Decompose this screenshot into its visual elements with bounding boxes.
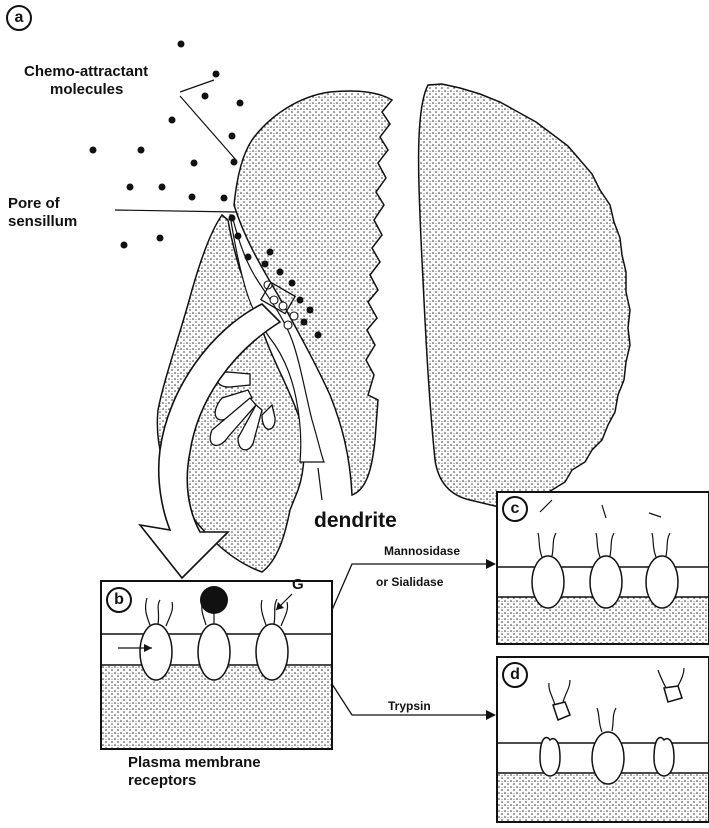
dendrite-label: dendrite <box>314 510 397 531</box>
enzyme-d-label: Trypsin <box>388 700 431 712</box>
panel-d-box <box>497 657 709 822</box>
arrow-to-c <box>486 559 496 569</box>
panel-b-box <box>101 581 332 749</box>
panel-b-badge: b <box>106 587 132 613</box>
chemo-attractant-label-line2: molecules <box>50 82 123 97</box>
arrow-to-d <box>486 710 496 720</box>
enzyme-c-line2: or Sialidase <box>376 576 443 588</box>
right-cuticle-lobe <box>419 84 630 512</box>
pore-label-line2: sensillum <box>8 214 77 229</box>
panel-a-badge: a <box>6 5 32 31</box>
panel-c-badge: c <box>502 496 528 522</box>
chemo-attractant-label-line1: Chemo-attractant <box>24 64 148 79</box>
panel-b-caption-line1: Plasma membrane <box>128 755 261 770</box>
pore-label-line1: Pore of <box>8 196 60 211</box>
panel-d-badge: d <box>502 662 528 688</box>
panel-b-caption-line2: receptors <box>128 773 196 788</box>
receptor-g-label: G <box>292 577 304 592</box>
panel-c-box <box>497 492 709 644</box>
enzyme-c-line1: Mannosidase <box>384 545 460 557</box>
